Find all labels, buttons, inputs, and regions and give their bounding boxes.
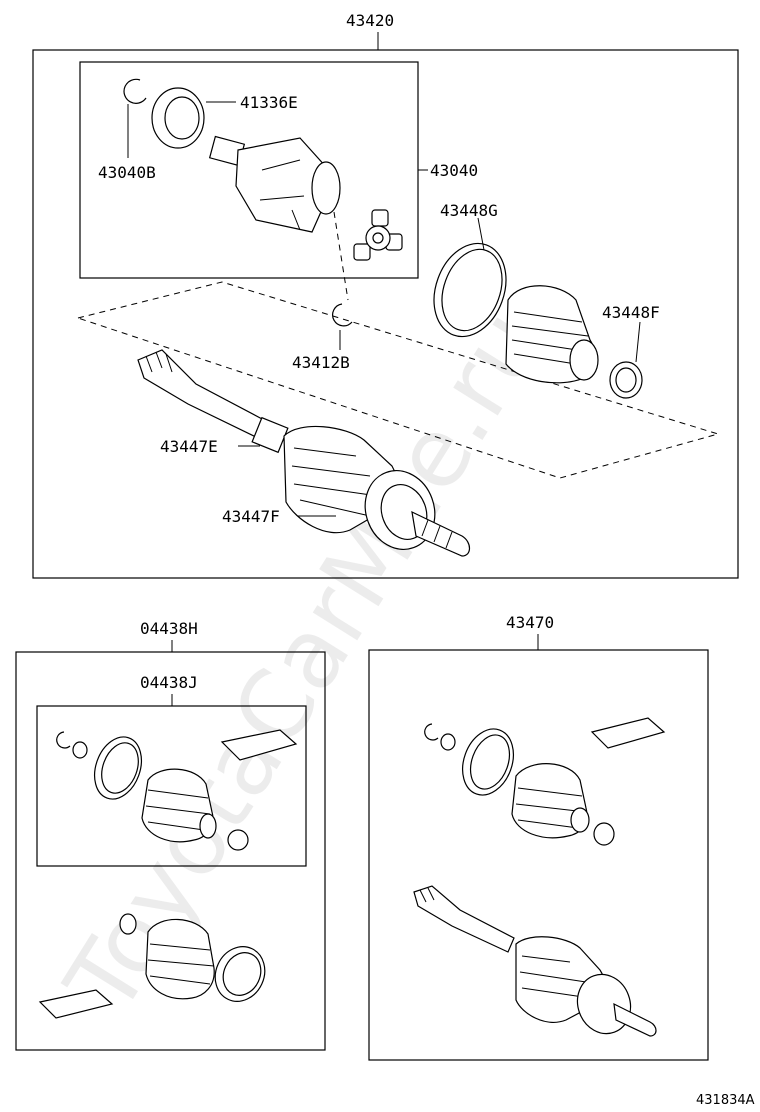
- leader-43448F: [635, 321, 641, 363]
- tripod-spider-icon: [353, 209, 403, 261]
- outboard-cv-joint-icon: [283, 425, 471, 557]
- kit-04438J-parts-icon: [56, 729, 298, 851]
- label-43420[interactable]: 43420: [346, 11, 394, 30]
- label-43412B[interactable]: 43412B: [292, 353, 350, 372]
- label-41336E[interactable]: 41336E: [240, 93, 298, 112]
- kit-04438J-frame: [36, 705, 307, 867]
- inboard-joint-housing-icon: [208, 135, 341, 233]
- label-43448F[interactable]: 43448F: [602, 303, 660, 322]
- label-04438J[interactable]: 04438J: [140, 673, 198, 692]
- label-43447F[interactable]: 43447F: [222, 507, 280, 526]
- drive-shaft-icon: [137, 349, 289, 454]
- snap-ring-43040B-icon: [123, 78, 147, 104]
- label-43470[interactable]: 43470: [506, 613, 554, 632]
- figure-code: 431834A: [696, 1093, 755, 1108]
- label-43040B[interactable]: 43040B: [98, 163, 156, 182]
- label-04438H[interactable]: 04438H: [140, 619, 198, 638]
- kit-04438H-parts-icon: [38, 913, 266, 1019]
- label-43040[interactable]: 43040: [430, 161, 478, 180]
- label-43448G[interactable]: 43448G: [440, 201, 498, 220]
- kit-43470-frame: [368, 649, 709, 1061]
- kit-43470-parts-icon: [413, 717, 666, 1037]
- label-43447E[interactable]: 43447E: [160, 437, 218, 456]
- inboard-boot-icon: [505, 285, 599, 384]
- assembly-43420-frame: [32, 49, 739, 579]
- kit-04438H-frame: [15, 651, 326, 1051]
- leader-43448G: [477, 217, 485, 251]
- snap-ring-43412B-icon: [332, 303, 353, 327]
